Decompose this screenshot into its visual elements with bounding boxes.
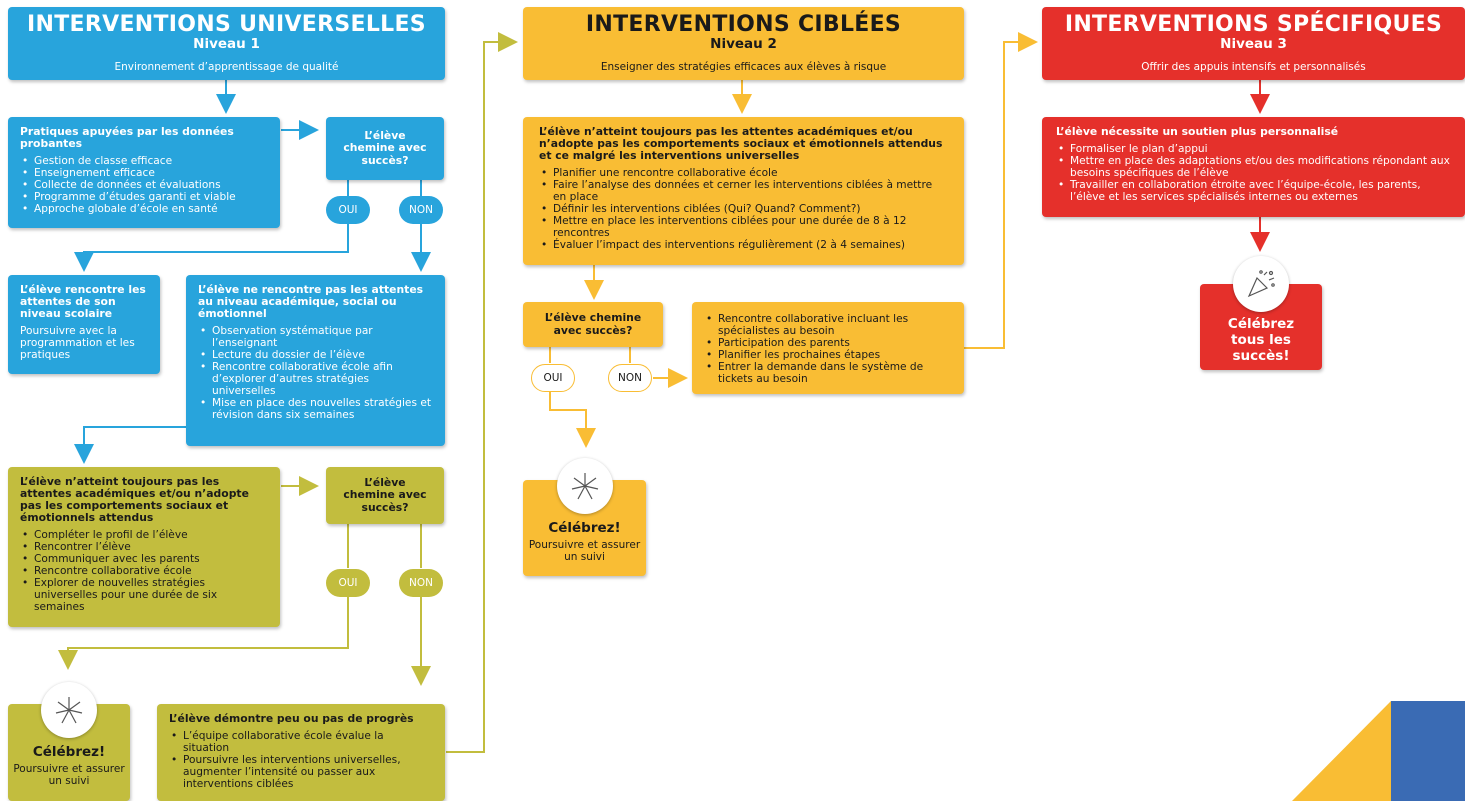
list-item: Observation systématique par l’enseignan… (200, 325, 433, 349)
list-item: Communiquer avec les parents (22, 553, 268, 565)
list-item: Rencontre collaborative école (22, 565, 268, 577)
list-item: Planifier les prochaines étapes (706, 349, 952, 361)
little-progress-list: L’équipe collaborative école évalue la s… (169, 730, 433, 790)
list-item: Poursuivre les interventions universelle… (171, 754, 433, 790)
level1-subtitle: Environnement d’apprentissage de qualité (114, 61, 339, 73)
list-item: Entrer la demande dans le système de tic… (706, 361, 952, 385)
yes-pill: OUI (326, 569, 370, 597)
list-item: Mise en place des nouvelles stratégies e… (200, 397, 433, 421)
list-item: Travailler en collaboration étroite avec… (1058, 179, 1451, 203)
yes-pill: OUI (326, 196, 370, 224)
level3-needs-box: L’élève nécessite un soutien plus person… (1042, 117, 1465, 217)
level2-question: L’élève chemine avec succès? (523, 302, 663, 347)
list-item: L’équipe collaborative école évalue la s… (171, 730, 433, 754)
celebrate-title: Célébrez! (32, 744, 106, 760)
level2-still-not-title: L’élève n’atteint toujours pas les atten… (539, 125, 943, 162)
fireworks-icon (41, 682, 97, 738)
level1-title: INTERVENTIONS UNIVERSELLES (27, 12, 426, 37)
celebrate-title: Célébrez! (548, 520, 621, 536)
list-item: Mettre en place les interventions ciblée… (541, 215, 948, 239)
practices-title: Pratiques apuyées par les données proban… (20, 125, 234, 150)
level1-celebrate-box: Célébrez! Poursuivre et assurer un suivi (8, 682, 130, 801)
level3-header: INTERVENTIONS SPÉCIFIQUES Niveau 3 Offri… (1042, 7, 1465, 80)
level2-subtitle: Enseigner des stratégies efficaces aux é… (600, 61, 887, 73)
not-meets-list: Observation systématique par l’enseignan… (198, 325, 433, 421)
list-item: Formaliser le plan d’appui (1058, 143, 1451, 155)
no-pill: NON (608, 364, 652, 392)
level1-question1: L’élève chemine avec succès? (326, 117, 444, 180)
yes-pill: OUI (531, 364, 575, 392)
list-item: Programme d’études garanti et viable (22, 191, 268, 203)
still-not-box: L’élève n’atteint toujours pas les atten… (8, 467, 280, 627)
list-item: Compléter le profil de l’élève (22, 529, 268, 541)
level1-level: Niveau 1 (193, 36, 260, 52)
no-pill: NON (399, 196, 443, 224)
meets-text: Poursuivre avec la programmation et les … (20, 325, 135, 361)
meets-title: L’élève rencontre les attentes de son ni… (20, 283, 146, 320)
meets-box: L’élève rencontre les attentes de son ni… (8, 275, 160, 374)
level3-celebrate-box: Célébrez tous les succès! (1200, 256, 1322, 370)
celebrate-title: Célébrez tous les succès! (1227, 316, 1295, 364)
no-pill: NON (399, 569, 443, 597)
level3-needs-title: L’élève nécessite un soutien plus person… (1056, 125, 1339, 138)
level2-meeting-box: Rencontre collaborative incluant les spé… (692, 302, 964, 394)
list-item: Rencontre collaborative école afin d’exp… (200, 361, 433, 397)
level2-still-not-list: Planifier une rencontre collaborative éc… (539, 167, 948, 251)
level2-still-not-box: L’élève n’atteint toujours pas les atten… (523, 117, 964, 265)
list-item: Planifier une rencontre collaborative éc… (541, 167, 948, 179)
list-item: Rencontre collaborative incluant les spé… (706, 313, 952, 337)
celebrate-text: Poursuivre et assurer un suivi (528, 539, 641, 563)
list-item: Collecte de données et évaluations (22, 179, 268, 191)
list-item: Explorer de nouvelles stratégies univers… (22, 577, 268, 613)
level3-needs-list: Formaliser le plan d’appui Mettre en pla… (1056, 143, 1451, 203)
level2-celebrate-box: Célébrez! Poursuivre et assurer un suivi (523, 458, 646, 576)
level1-header: INTERVENTIONS UNIVERSELLES Niveau 1 Envi… (8, 7, 445, 80)
level2-level: Niveau 2 (710, 36, 777, 52)
practices-box: Pratiques apuyées par les données proban… (8, 117, 280, 228)
little-progress-box: L’élève démontre peu ou pas de progrès L… (157, 704, 445, 801)
list-item: Rencontrer l’élève (22, 541, 268, 553)
celebrate-text: Poursuivre et assurer un suivi (13, 763, 125, 787)
still-not-list: Compléter le profil de l’élève Rencontre… (20, 529, 268, 613)
still-not-title: L’élève n’atteint toujours pas les atten… (20, 475, 249, 524)
not-meets-box: L’élève ne rencontre pas les attentes au… (186, 275, 445, 446)
level3-title: INTERVENTIONS SPÉCIFIQUES (1064, 12, 1443, 37)
party-popper-icon (1233, 256, 1289, 312)
level2-title: INTERVENTIONS CIBLÉES (585, 12, 902, 37)
level3-subtitle: Offrir des appuis intensifs et personnal… (1141, 61, 1366, 73)
not-meets-title: L’élève ne rencontre pas les attentes au… (198, 283, 424, 320)
practices-list: Gestion de classe efficace Enseignement … (20, 155, 268, 215)
list-item: Définir les interventions ciblées (Qui? … (541, 203, 948, 215)
list-item: Enseignement efficace (22, 167, 268, 179)
list-item: Évaluer l’impact des interventions régul… (541, 239, 948, 251)
list-item: Gestion de classe efficace (22, 155, 268, 167)
list-item: Faire l’analyse des données et cerner le… (541, 179, 948, 203)
list-item: Mettre en place des adaptations et/ou de… (1058, 155, 1451, 179)
level2-header: INTERVENTIONS CIBLÉES Niveau 2 Enseigner… (523, 7, 964, 80)
fireworks-icon (556, 458, 613, 514)
level1-question2: L’élève chemine avec succès? (326, 467, 444, 524)
level3-level: Niveau 3 (1220, 36, 1287, 52)
level2-meeting-list: Rencontre collaborative incluant les spé… (704, 313, 952, 385)
little-progress-title: L’élève démontre peu ou pas de progrès (169, 712, 414, 725)
list-item: Approche globale d’école en santé (22, 203, 268, 215)
list-item: Lecture du dossier de l’élève (200, 349, 433, 361)
list-item: Participation des parents (706, 337, 952, 349)
